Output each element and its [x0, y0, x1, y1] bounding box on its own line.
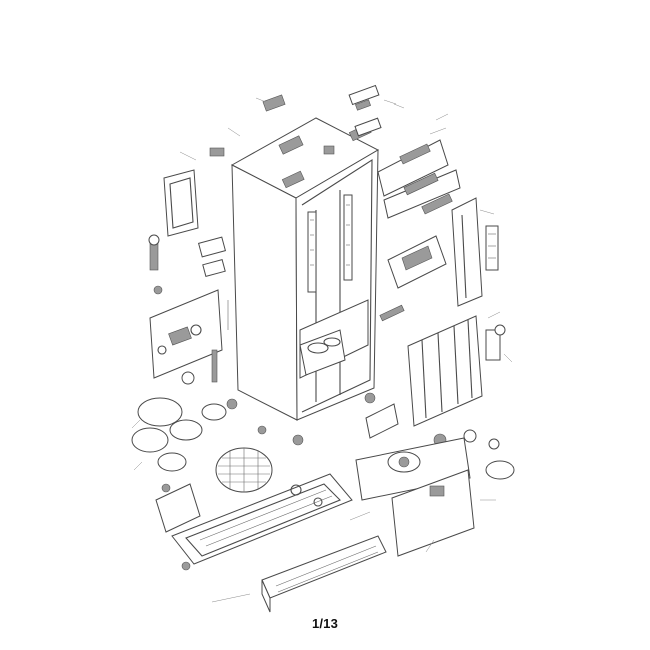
evaporator-parts	[379, 304, 506, 447]
dispenser-parts	[377, 113, 499, 307]
cabinet-assembly	[230, 117, 380, 446]
condenser-coil	[215, 447, 273, 493]
callout-leaders	[131, 103, 513, 471]
page-number: 1/13	[311, 616, 339, 631]
left-door-panel-parts	[148, 169, 229, 385]
machine-compartment-parts	[355, 403, 515, 557]
base-plate-parts	[171, 473, 387, 613]
compressor-parts	[131, 397, 273, 533]
top-hinge-parts	[209, 84, 397, 157]
